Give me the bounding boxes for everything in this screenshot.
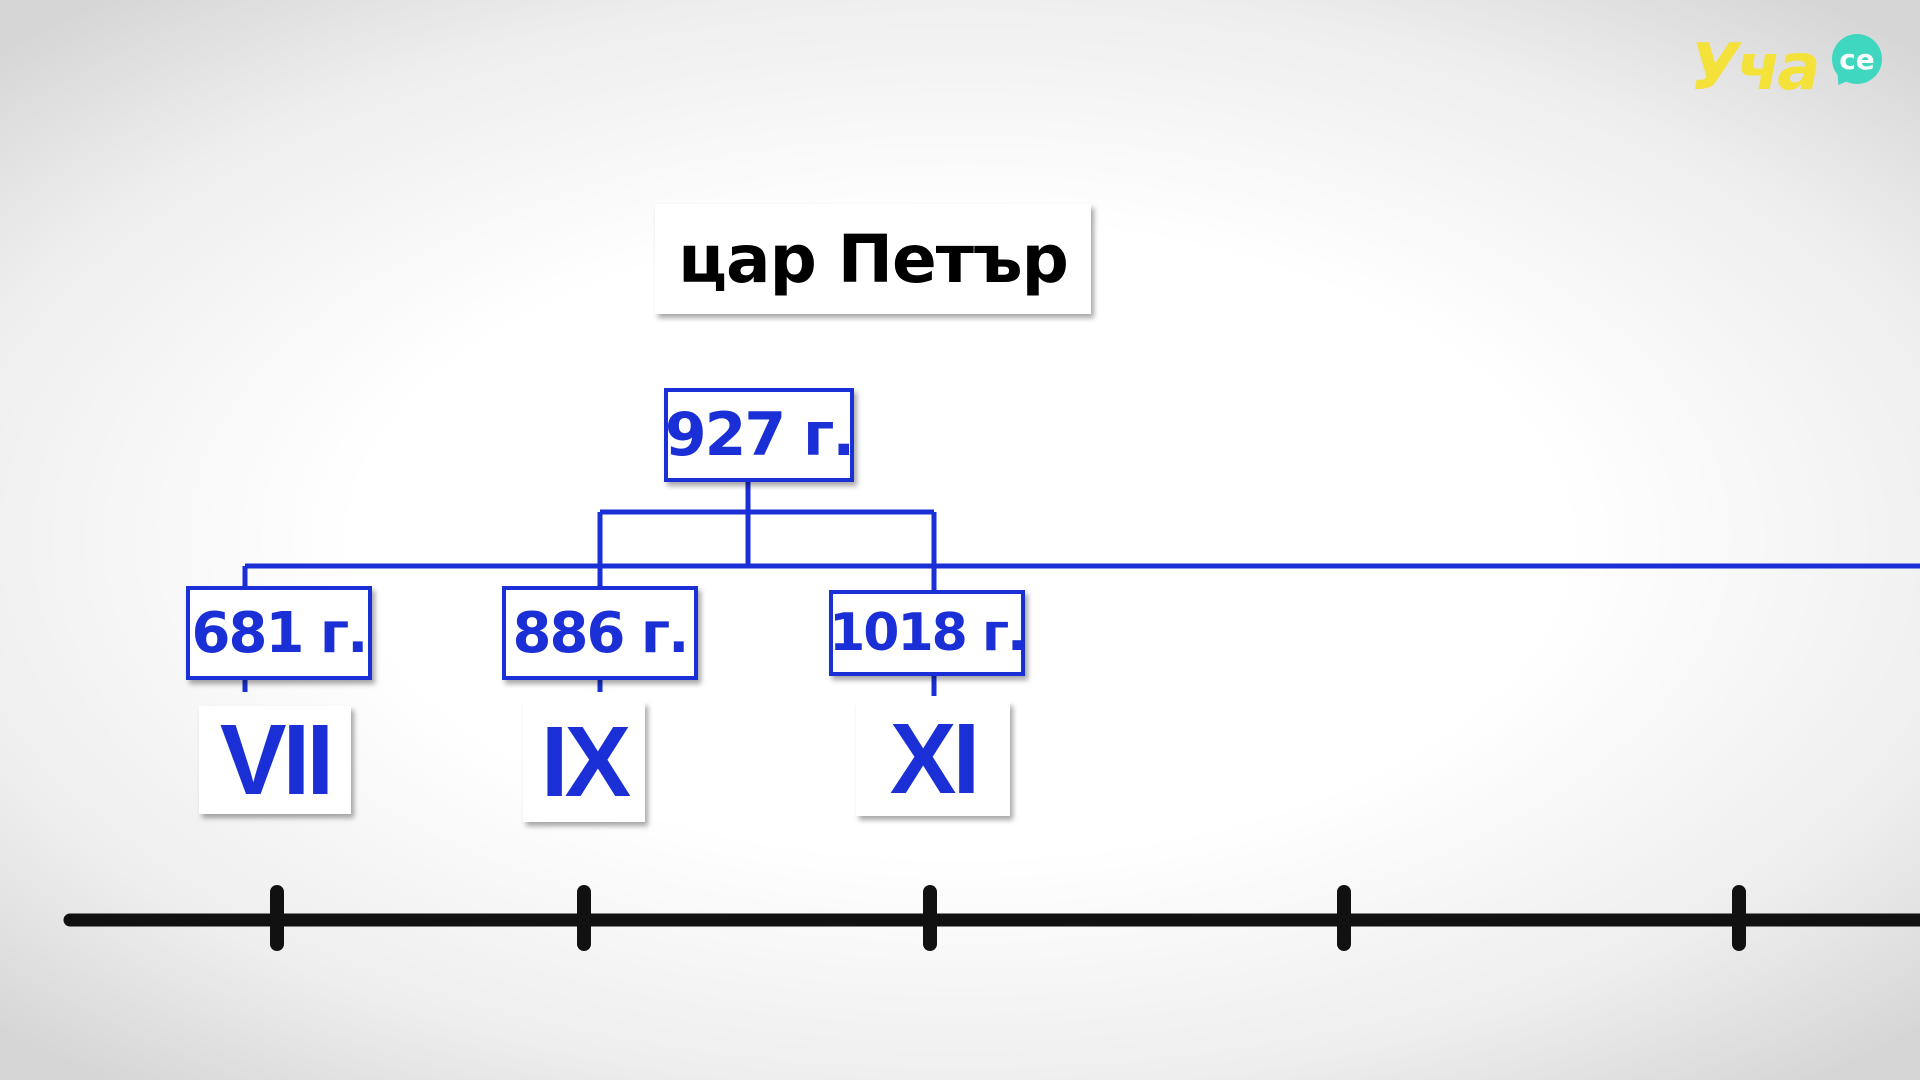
century-card-vii: VII — [199, 704, 351, 816]
year-box-927: 927 г. — [664, 388, 855, 482]
title-card: цар Петър — [655, 204, 1091, 314]
year-box-1018: 1018 г. — [829, 590, 1027, 676]
century-card-xi: XI — [856, 702, 1010, 816]
year-box-681: 681 г. — [186, 586, 372, 680]
year-label-681: 681 г. — [191, 600, 369, 666]
year-label-927: 927 г. — [664, 400, 855, 470]
year-label-886: 886 г. — [512, 600, 690, 666]
century-label-vii: VII — [219, 703, 334, 816]
century-card-ix: IX — [523, 702, 645, 822]
title-text: цар Петър — [678, 220, 1069, 298]
year-label-1018: 1018 г. — [829, 603, 1027, 663]
century-label-xi: XI — [889, 702, 981, 815]
logo-bubble: се — [1832, 34, 1882, 84]
brand-logo: Уча се — [1690, 28, 1890, 108]
year-box-886: 886 г. — [502, 586, 698, 680]
logo-wordmark: Уча — [1690, 31, 1820, 105]
century-label-ix: IX — [540, 705, 632, 818]
